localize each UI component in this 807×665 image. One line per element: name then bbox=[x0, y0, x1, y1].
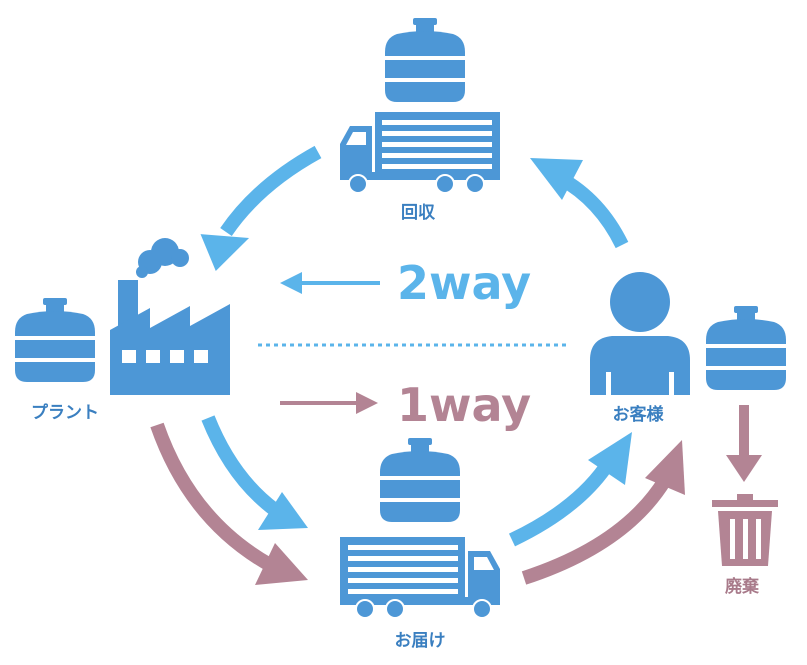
arrow-icon bbox=[556, 171, 629, 249]
water-bottle-icon bbox=[385, 18, 465, 102]
arrow-icon bbox=[508, 463, 611, 547]
arrow-icon bbox=[220, 145, 322, 236]
arrow-icon bbox=[726, 455, 762, 482]
arrow-icon bbox=[150, 422, 274, 572]
arrow-icon bbox=[530, 158, 583, 200]
trash-can-icon bbox=[712, 494, 778, 566]
factory-icon bbox=[110, 238, 230, 395]
arrow-icon bbox=[255, 543, 308, 585]
water-bottle-icon bbox=[380, 438, 460, 522]
plant-label: プラント bbox=[31, 402, 99, 423]
collect-group: 回収 bbox=[339, 18, 501, 223]
deliver-label: お届け bbox=[395, 631, 446, 651]
customer-label: お客様 bbox=[613, 404, 665, 425]
truck-icon bbox=[339, 111, 501, 194]
arrow-icon bbox=[201, 415, 280, 516]
flow-legend: 2way 1way bbox=[258, 256, 570, 432]
collect-label: 回収 bbox=[401, 203, 436, 223]
two-way-label: 2way bbox=[397, 256, 531, 310]
arrow-icon bbox=[356, 392, 378, 414]
customer-group: お客様 bbox=[590, 272, 786, 425]
dispose-label: 廃棄 bbox=[725, 576, 760, 597]
dispose-group: 廃棄 bbox=[712, 405, 778, 597]
cycle-arrows bbox=[150, 145, 685, 585]
water-bottle-icon bbox=[706, 306, 786, 390]
truck-icon bbox=[339, 536, 501, 619]
arrow-icon bbox=[645, 440, 685, 495]
water-bottle-icon bbox=[15, 298, 95, 382]
plant-group: プラント bbox=[15, 238, 230, 423]
person-icon bbox=[590, 272, 690, 395]
deliver-group: お届け bbox=[339, 438, 501, 651]
arrow-icon bbox=[521, 476, 671, 585]
arrow-icon bbox=[280, 272, 302, 294]
one-way-label: 1way bbox=[397, 378, 531, 432]
arrow-icon bbox=[200, 234, 250, 271]
arrow-icon bbox=[258, 492, 308, 530]
arrow-icon bbox=[588, 432, 632, 485]
